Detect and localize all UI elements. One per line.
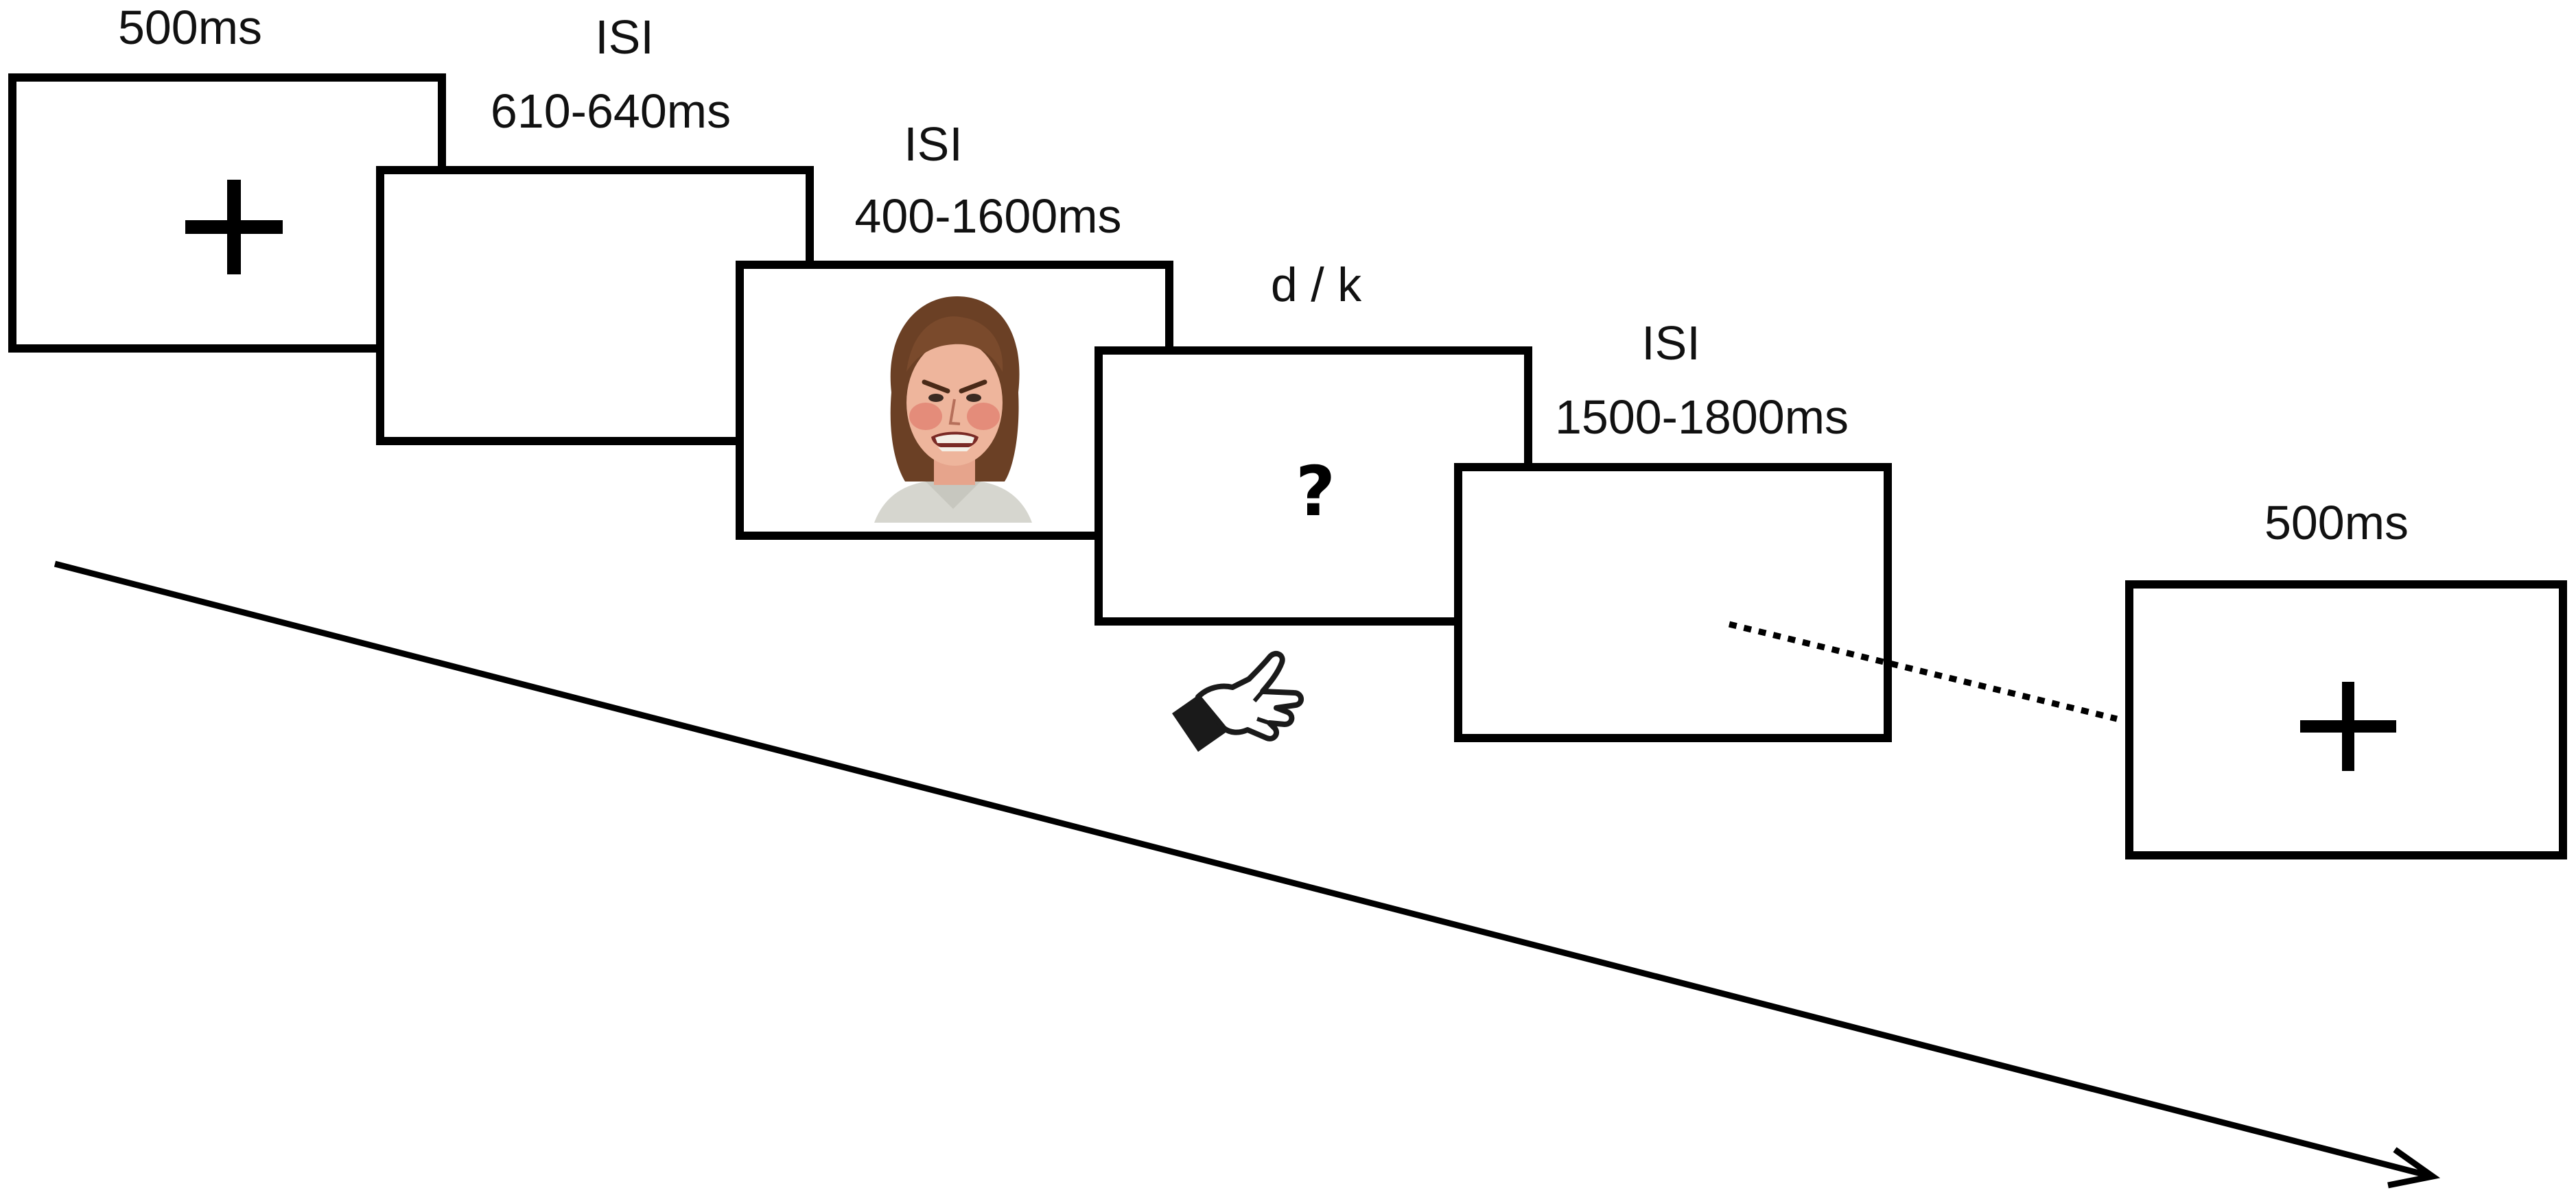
isi-duration-label: 1500-1800ms: [1554, 390, 1849, 444]
fixation-cross-icon: [185, 180, 283, 274]
dotted-continuation-line: [1728, 621, 2118, 722]
isi-duration-label: 610-640ms: [490, 84, 731, 138]
isi-title-label: ISI: [595, 10, 654, 64]
fixation-screen-1: [8, 73, 446, 353]
isi-title-label: ISI: [904, 117, 963, 171]
pointing-hand-icon: [1172, 650, 1304, 752]
isi-title-label: ISI: [1641, 316, 1700, 370]
question-mark: ?: [1295, 451, 1335, 532]
isi-duration-label: 400-1600ms: [854, 189, 1122, 243]
angry-face-icon: [874, 296, 1032, 523]
blank-screen-isi-2: [1454, 463, 1892, 742]
timeline-arrow-icon: [54, 560, 2441, 1189]
fixation-cross-icon: [2300, 682, 2396, 771]
fixation-duration-label: 500ms: [117, 1, 263, 54]
response-keys-label: d / k: [1270, 258, 1362, 311]
fixation-duration-label: 500ms: [2264, 496, 2409, 549]
fixation-screen-2: [2125, 580, 2567, 859]
